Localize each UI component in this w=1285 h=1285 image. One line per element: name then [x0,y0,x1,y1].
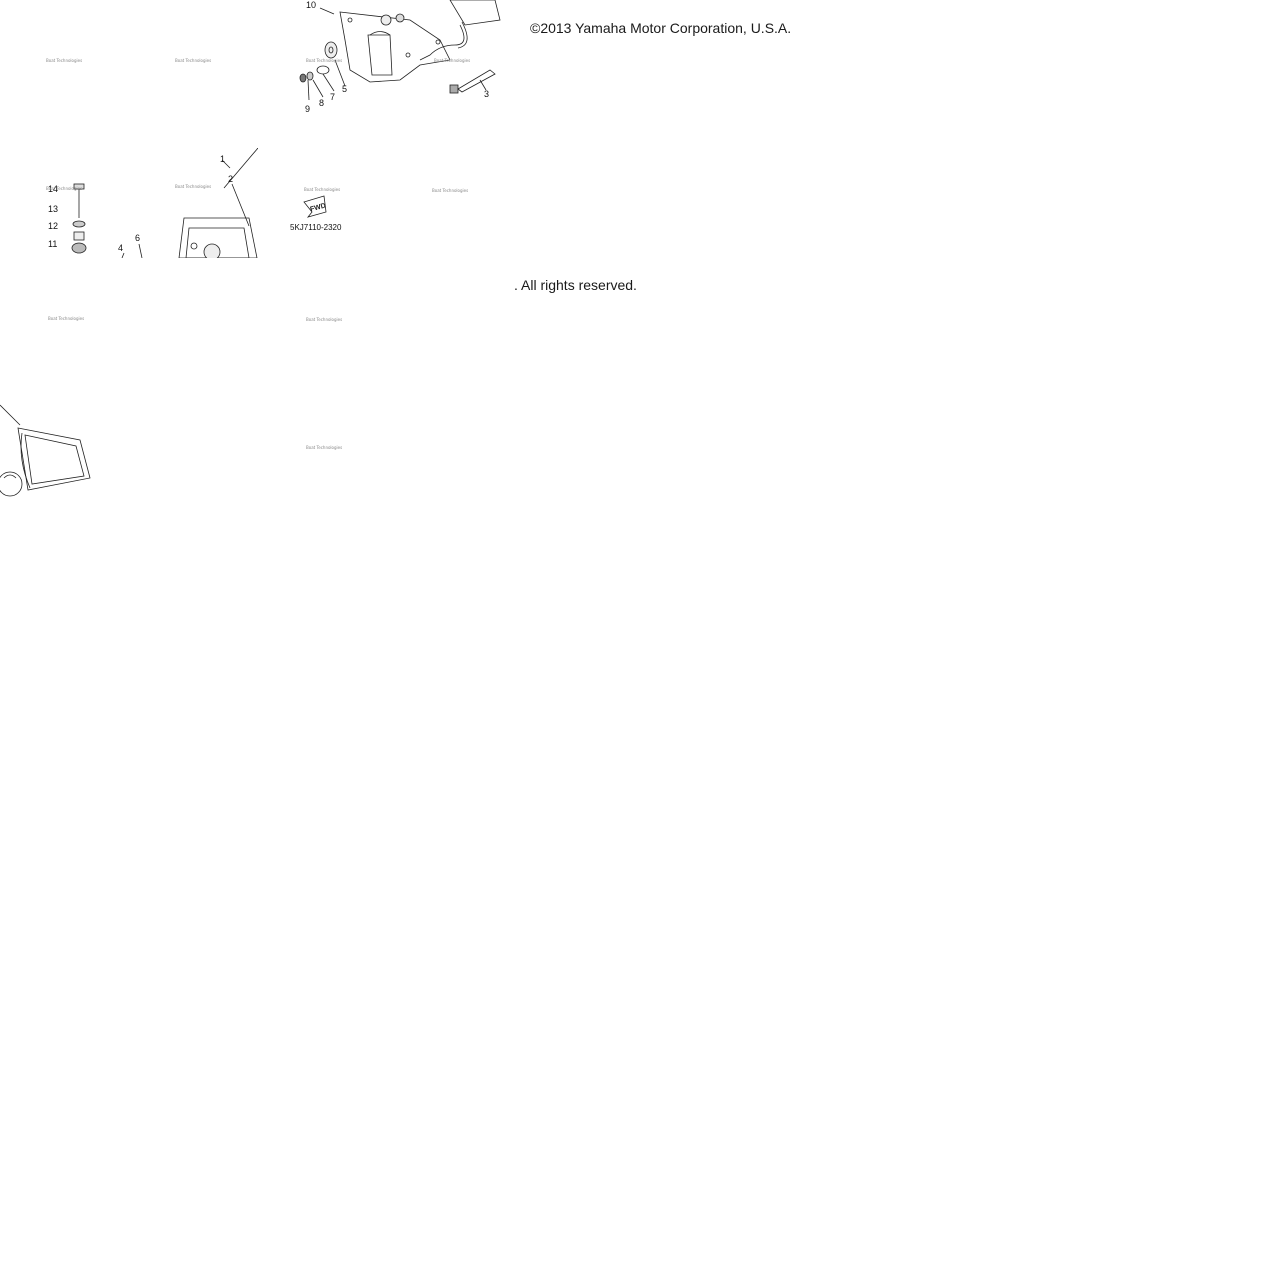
callout-12: 12 [48,221,58,231]
callout-10: 10 [306,0,316,10]
diagram-tile-fwd: FWD 5KJ7110-2320 [286,190,356,238]
fwd-label: FWD [309,203,326,214]
callout-3: 3 [484,89,489,99]
callout-11: 11 [48,239,57,249]
watermark: Boat Technologies [434,58,470,63]
callout-14: 14 [48,184,58,194]
callout-2: 2 [228,174,233,184]
watermark: Boat Technologies [175,184,211,189]
callout-8: 8 [319,98,324,108]
bracket-plate [339,11,451,83]
callout-7: 7 [330,92,335,102]
part-code: 5KJ7110-2320 [290,223,342,232]
callout-1: 1 [220,154,225,164]
callout-9: 9 [305,104,310,114]
copyright-line-1: ©2013 Yamaha Motor Corporation, U.S.A. [530,20,792,36]
watermark: Boat Technologies [304,187,340,192]
copyright-line-2: . All rights reserved. [514,277,637,293]
watermark: Boat Technologies [48,316,84,321]
diagram-tile-lens [0,400,95,500]
watermark: Boat Technologies [432,188,468,193]
callout-4: 4 [118,243,123,253]
callout-13: 13 [48,204,58,214]
watermark: Boat Technologies [306,317,342,322]
watermark: Boat Technologies [175,58,211,63]
watermark: Boat Technologies [46,186,82,191]
callout-5: 5 [342,84,347,94]
watermark: Boat Technologies [46,58,82,63]
diagram-tile-bracket: 10 9 8 7 5 3 [290,0,530,120]
callout-6: 6 [135,233,140,243]
diagram-tile-housing: 1 2 14 13 12 11 4 6 [44,148,258,258]
watermark: Boat Technologies [306,58,342,63]
watermark: Boat Technologies [306,445,342,450]
fwd-arrow-icon [303,195,327,218]
